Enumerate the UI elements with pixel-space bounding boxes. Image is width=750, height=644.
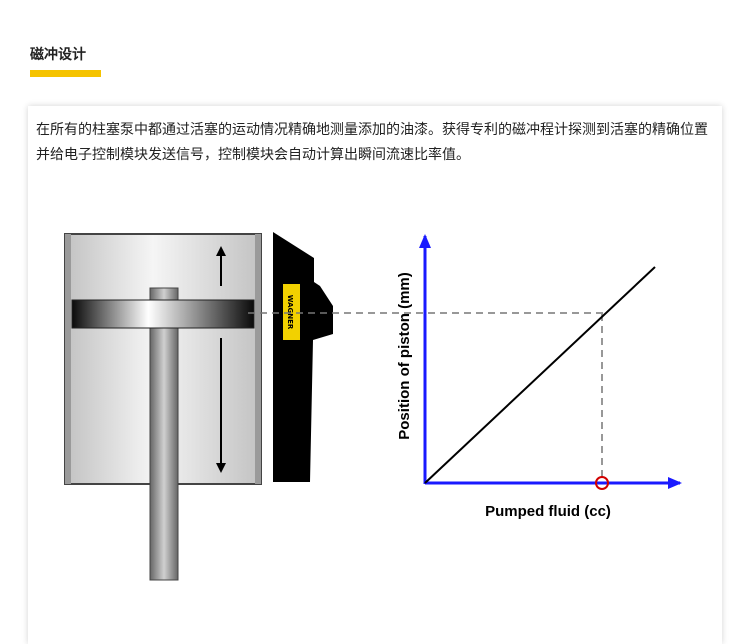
magnetic-stroke-diagram: WAGNER Position of piston (mm) Pumped fl…	[64, 232, 682, 581]
graph-volume-marker	[595, 476, 609, 490]
graph-y-axis-label: Position of piston (mm)	[396, 272, 413, 439]
sensor-housing	[273, 232, 333, 482]
piston-rod	[149, 287, 179, 581]
content-card: 在所有的柱塞泵中都通过活塞的运动情况精确地测量添加的油漆。获得专利的磁冲程计探测…	[28, 106, 722, 644]
graph-axes	[419, 234, 682, 489]
graph-x-axis-label: Pumped fluid (cc)	[485, 503, 611, 520]
title-underline	[30, 70, 101, 77]
section-title: 磁冲设计	[30, 47, 86, 63]
graph-data-line	[424, 266, 656, 484]
piston-head	[71, 299, 255, 329]
description-text: 在所有的柱塞泵中都通过活塞的运动情况精确地测量添加的油漆。获得专利的磁冲程计探测…	[36, 122, 708, 163]
sensor-label-plate	[283, 284, 300, 340]
